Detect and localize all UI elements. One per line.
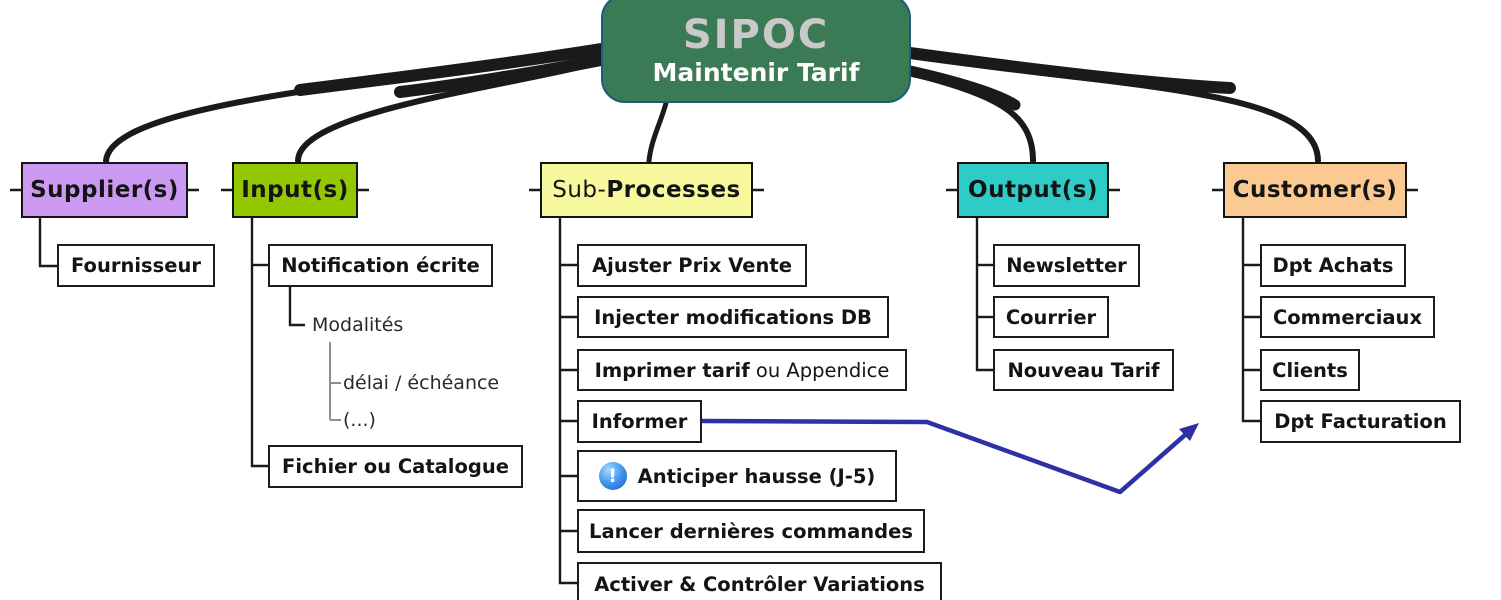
- child-connectors: [10, 188, 1418, 585]
- topic-ajuster-prix-vente[interactable]: Ajuster Prix Vente: [577, 244, 807, 287]
- connector-subprocess-trunk: [558, 218, 577, 585]
- connector-modalites: [288, 287, 305, 327]
- category-supplier-label: Supplier(s): [30, 177, 179, 203]
- informer-to-facturation-arrow: [701, 418, 1199, 495]
- topic-imprimer-tarif-label-regular: ou Appendice: [749, 358, 890, 382]
- branch-curve-customer-taper: [904, 47, 1236, 94]
- topic-commerciaux-label: Commerciaux: [1272, 305, 1423, 329]
- connector-customer-trunk: [1241, 218, 1260, 423]
- root-subtitle: Maintenir Tarif: [652, 57, 860, 87]
- root-title: SIPOC: [682, 11, 830, 58]
- topic-anticiper-hausse[interactable]: Anticiper hausse (J-5): [577, 450, 897, 502]
- connector-fournisseur: [38, 218, 57, 268]
- category-output-label: Output(s): [968, 177, 1098, 203]
- topic-courrier[interactable]: Courrier: [993, 296, 1109, 338]
- branch-curve-customer: [907, 52, 1321, 164]
- topic-dpt-achats-label: Dpt Achats: [1272, 254, 1394, 277]
- topic-dpt-achats[interactable]: Dpt Achats: [1260, 244, 1406, 287]
- arrow-head: [1179, 423, 1199, 441]
- root-topic[interactable]: SIPOC Maintenir Tarif: [601, 0, 911, 103]
- modalites-sub-connectors: [329, 342, 341, 421]
- topic-fournisseur-label: Fournisseur: [71, 254, 201, 277]
- topic-ellipsis[interactable]: (...): [343, 409, 376, 431]
- category-output[interactable]: Output(s): [957, 162, 1109, 218]
- topic-informer-label: Informer: [591, 410, 688, 433]
- priority-info-icon: [598, 462, 627, 490]
- category-subprocess[interactable]: Sub-Processes: [540, 162, 753, 218]
- topic-injecter-modifications-db-label: Injecter modifications DB: [594, 305, 872, 329]
- topic-ellipsis-label: (...): [343, 409, 376, 431]
- topic-modalites[interactable]: Modalités: [312, 314, 403, 336]
- topic-fichier-ou-catalogue-label: Fichier ou Catalogue: [282, 455, 509, 478]
- topic-anticiper-hausse-label: Anticiper hausse (J-5): [637, 464, 876, 488]
- topic-nouveau-tarif-label: Nouveau Tarif: [1007, 358, 1160, 382]
- branch-curve-subprocess: [646, 100, 669, 164]
- topic-clients-label: Clients: [1272, 358, 1348, 382]
- topic-dpt-facturation-label: Dpt Facturation: [1274, 410, 1447, 433]
- topic-dpt-facturation[interactable]: Dpt Facturation: [1260, 400, 1461, 443]
- topic-imprimer-tarif-label: Imprimer tarif ou Appendice: [595, 359, 890, 382]
- topic-imprimer-tarif-label-bold: Imprimer tarif: [594, 358, 750, 382]
- topic-delai-echeance-label: délai / échéance: [343, 372, 500, 394]
- topic-injecter-modifications-db[interactable]: Injecter modifications DB: [577, 296, 889, 338]
- topic-modalites-label: Modalités: [312, 314, 404, 336]
- category-input[interactable]: Input(s): [232, 162, 358, 218]
- topic-activer-controler-variations-label: Activer & Contrôler Variations: [594, 573, 925, 596]
- topic-lancer-dernieres-commandes[interactable]: Lancer dernières commandes: [577, 509, 925, 553]
- branch-curve-output-taper: [904, 65, 1021, 111]
- category-input-label: Input(s): [241, 177, 349, 203]
- branch-curve-supplier-taper: [294, 43, 607, 96]
- topic-commerciaux[interactable]: Commerciaux: [1260, 296, 1435, 338]
- topic-fichier-ou-catalogue[interactable]: Fichier ou Catalogue: [268, 445, 523, 488]
- topic-delai-echeance[interactable]: délai / échéance: [343, 372, 499, 394]
- topic-newsletter[interactable]: Newsletter: [993, 244, 1140, 287]
- topic-lancer-dernieres-commandes-label: Lancer dernières commandes: [589, 519, 913, 543]
- topic-fournisseur[interactable]: Fournisseur: [57, 244, 215, 287]
- topic-notification-ecrite[interactable]: Notification écrite: [268, 244, 493, 287]
- topic-nouveau-tarif[interactable]: Nouveau Tarif: [993, 349, 1174, 391]
- topic-informer[interactable]: Informer: [577, 400, 702, 443]
- topic-notification-ecrite-label: Notification écrite: [281, 254, 480, 277]
- branch-curve-supplier: [103, 47, 604, 164]
- branch-curve-input-taper: [394, 54, 607, 98]
- connector-input-trunk: [250, 218, 268, 468]
- category-supplier[interactable]: Supplier(s): [21, 162, 188, 218]
- topic-clients[interactable]: Clients: [1260, 349, 1360, 391]
- category-subprocess-label-prefix: Sub-: [552, 177, 607, 203]
- topic-newsletter-label: Newsletter: [1006, 254, 1127, 277]
- arrow-shaft: [701, 418, 1187, 495]
- category-customer[interactable]: Customer(s): [1223, 162, 1407, 218]
- category-subprocess-label: Sub-Processes: [552, 177, 740, 203]
- topic-activer-controler-variations[interactable]: Activer & Contrôler Variations: [577, 562, 942, 600]
- connector-output-trunk: [975, 218, 993, 372]
- topic-imprimer-tarif[interactable]: Imprimer tarif ou Appendice: [577, 349, 907, 391]
- category-subprocess-label-bold: Processes: [606, 177, 741, 203]
- topic-ajuster-prix-vente-label: Ajuster Prix Vente: [592, 254, 792, 277]
- main-branches: [103, 43, 1321, 164]
- topic-courrier-label: Courrier: [1005, 305, 1097, 329]
- category-customer-label: Customer(s): [1232, 177, 1398, 203]
- branch-curve-input: [295, 59, 604, 164]
